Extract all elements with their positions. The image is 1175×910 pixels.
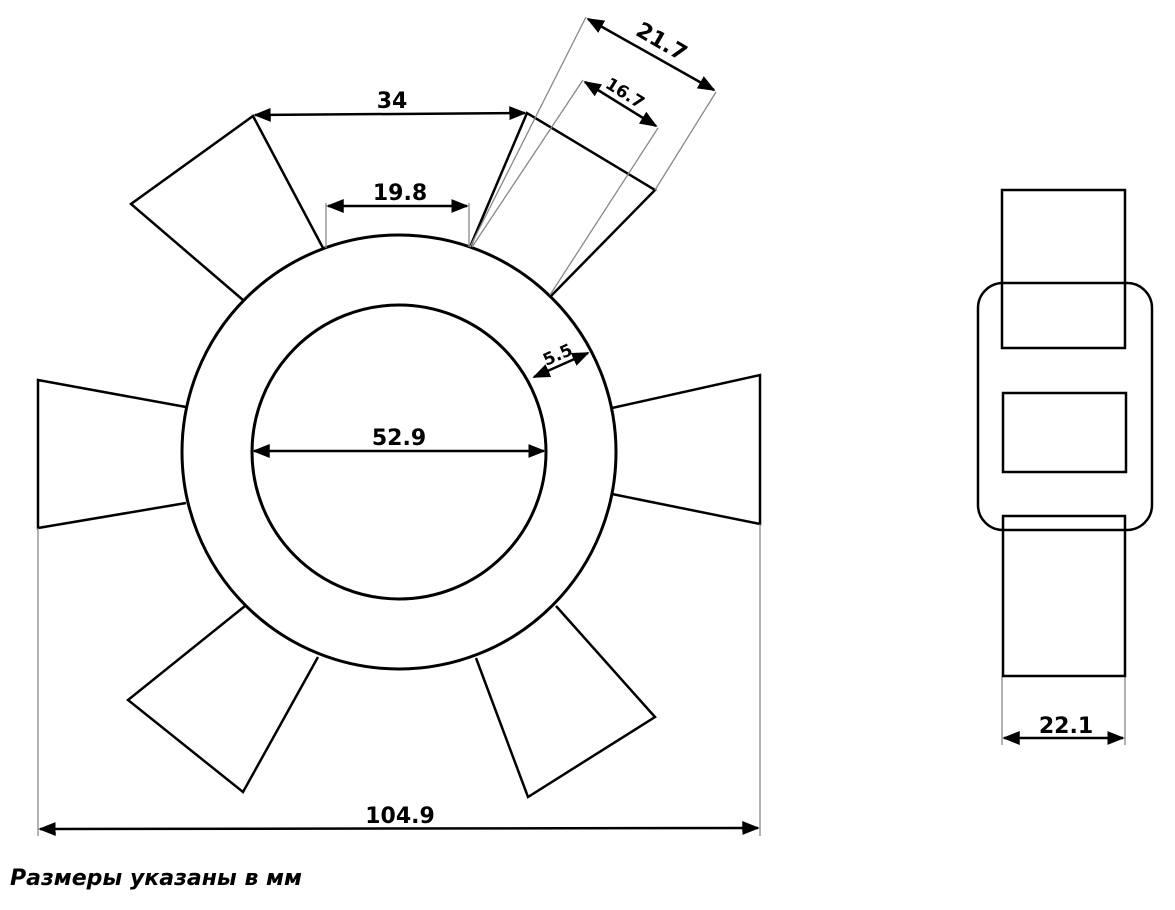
dimension-arrows [38,17,1125,836]
dim-blade-inner-width: 19.8 [373,181,427,206]
blade-top-right [468,111,658,298]
dim-ring-thickness: 5.5 [540,340,576,371]
dim-overall-width: 104.9 [365,804,435,829]
blade-bottom-right [474,605,657,799]
blade-right [611,373,762,526]
side-blade-bottom [1001,514,1127,678]
outer-ring [180,233,618,671]
units-caption: Размеры указаны в мм [10,866,303,891]
inner-ring [250,303,548,601]
dim-inner-diameter: 52.9 [372,426,426,451]
blade-bottom-left [126,605,320,794]
dim-blade-outer-width: 34 [377,89,408,114]
side-blade-top [1000,188,1127,350]
blade-left [36,378,187,530]
side-view [976,188,1154,678]
front-view [36,111,762,799]
dim-side-width: 22.1 [1039,714,1093,739]
side-ring-outline [976,281,1154,532]
side-ring-middle [1001,391,1128,474]
blade-top-left [128,114,325,301]
extension-lines [37,16,1126,836]
